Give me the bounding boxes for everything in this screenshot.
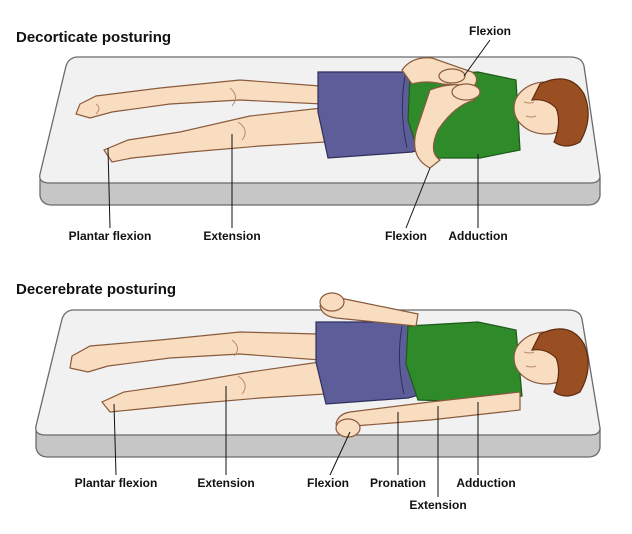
label-extension-2: Extension xyxy=(197,476,254,490)
decorticate-title: Decorticate posturing xyxy=(16,29,171,46)
decerebrate-figure xyxy=(69,292,589,438)
label-plantar-flexion-2: Plantar flexion xyxy=(75,476,158,490)
leader-flexion-top xyxy=(463,39,491,77)
label-flexion: Flexion xyxy=(385,229,427,243)
leader-plantar-flexion xyxy=(107,147,111,229)
label-extension: Extension xyxy=(203,229,260,243)
leader-flexion xyxy=(405,167,431,229)
label-plantar-flexion: Plantar flexion xyxy=(69,229,152,243)
label-pronation: Pronation xyxy=(370,476,426,490)
label-adduction: Adduction xyxy=(448,229,507,243)
leader-plantar-flexion-2 xyxy=(113,403,117,476)
label-extension-arm: Extension xyxy=(409,498,466,512)
decorticate-figure xyxy=(75,57,589,169)
leader-flexion-2 xyxy=(329,431,351,476)
label-flexion-2: Flexion xyxy=(307,476,349,490)
decorticate-panel: Decorticate posturing xyxy=(16,24,601,243)
decerebrate-labels: Plantar flexion Extension Flexion Pronat… xyxy=(75,386,516,512)
decorticate-labels: Flexion Plantar flexion Extension Flexio… xyxy=(69,24,511,243)
label-flexion-top: Flexion xyxy=(469,24,511,38)
decerebrate-panel: Decerebrate posturing xyxy=(16,281,601,512)
decerebrate-title: Decerebrate posturing xyxy=(16,281,176,298)
label-adduction-2: Adduction xyxy=(456,476,515,490)
